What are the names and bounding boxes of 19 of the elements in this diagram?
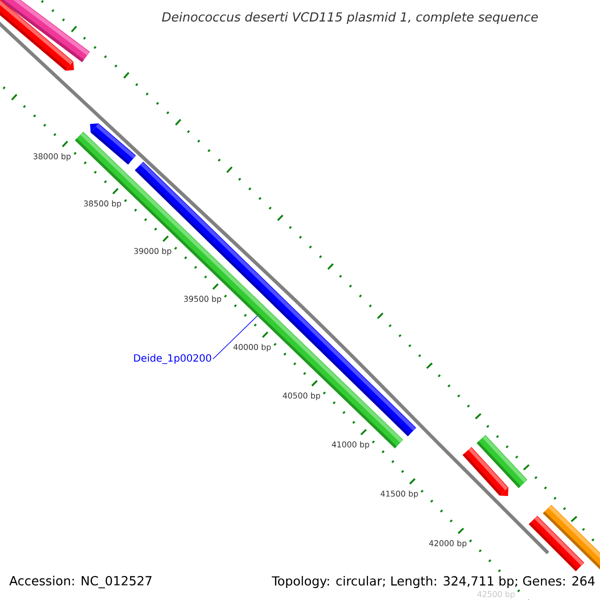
tick-label: 41500 bp <box>380 490 418 498</box>
title: Deinococcus deserti VCD115 plasmid 1, complete sequence <box>162 12 538 24</box>
summary-text: Topology: circular; Length: 324,711 bp; Genes: 264 <box>270 574 597 590</box>
tick-label: 38500 bp <box>84 200 122 208</box>
leader-line <box>212 316 258 360</box>
tick-label: 41000 bp <box>332 441 370 449</box>
tick-label: 40500 bp <box>282 392 320 400</box>
tick-label: 39500 bp <box>184 296 222 304</box>
accession-text: Accession: NC_012527 <box>9 576 152 588</box>
tick-label: 42000 bp <box>429 540 466 548</box>
tick-label: 38000 bp <box>34 153 71 161</box>
gene-arrow <box>462 446 508 496</box>
gene-bar <box>134 162 416 436</box>
tick-label: 39000 bp <box>134 248 172 256</box>
gene-bar <box>528 516 584 572</box>
tick-label: 42500 bp <box>477 590 515 599</box>
gene-arrow <box>0 0 74 71</box>
gene-label: Deide_1p00200 <box>134 354 212 364</box>
tick-label: 40000 bp <box>233 344 271 352</box>
